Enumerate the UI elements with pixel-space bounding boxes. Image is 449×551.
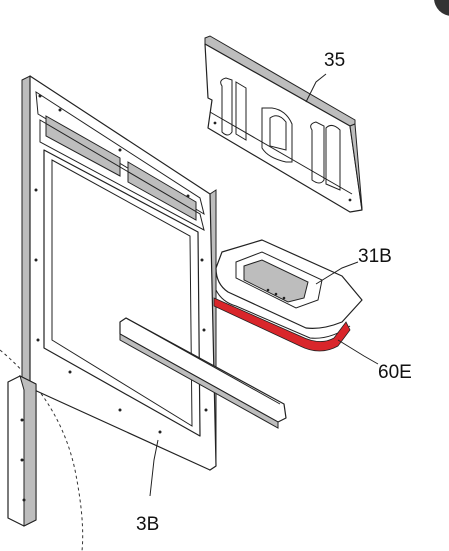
callout-35: 35 (324, 50, 345, 71)
part-60e-gasket (213, 297, 351, 352)
part-35-bracket (204, 35, 363, 213)
corner-badge-icon (434, 0, 449, 16)
part-3b-frame (21, 75, 217, 471)
leader-60e (337, 339, 379, 365)
part-31b-tray (215, 239, 363, 339)
side-strip-bracket (7, 375, 37, 527)
leader-35 (305, 73, 327, 103)
callout-31b: 31B (358, 246, 392, 267)
leader-31b (315, 261, 359, 285)
leader-3b (149, 439, 159, 497)
callout-3b: 3B (136, 514, 159, 535)
guide-rail (119, 317, 287, 429)
callout-60e: 60E (378, 362, 412, 383)
dashed-boundary-curve (0, 349, 84, 551)
